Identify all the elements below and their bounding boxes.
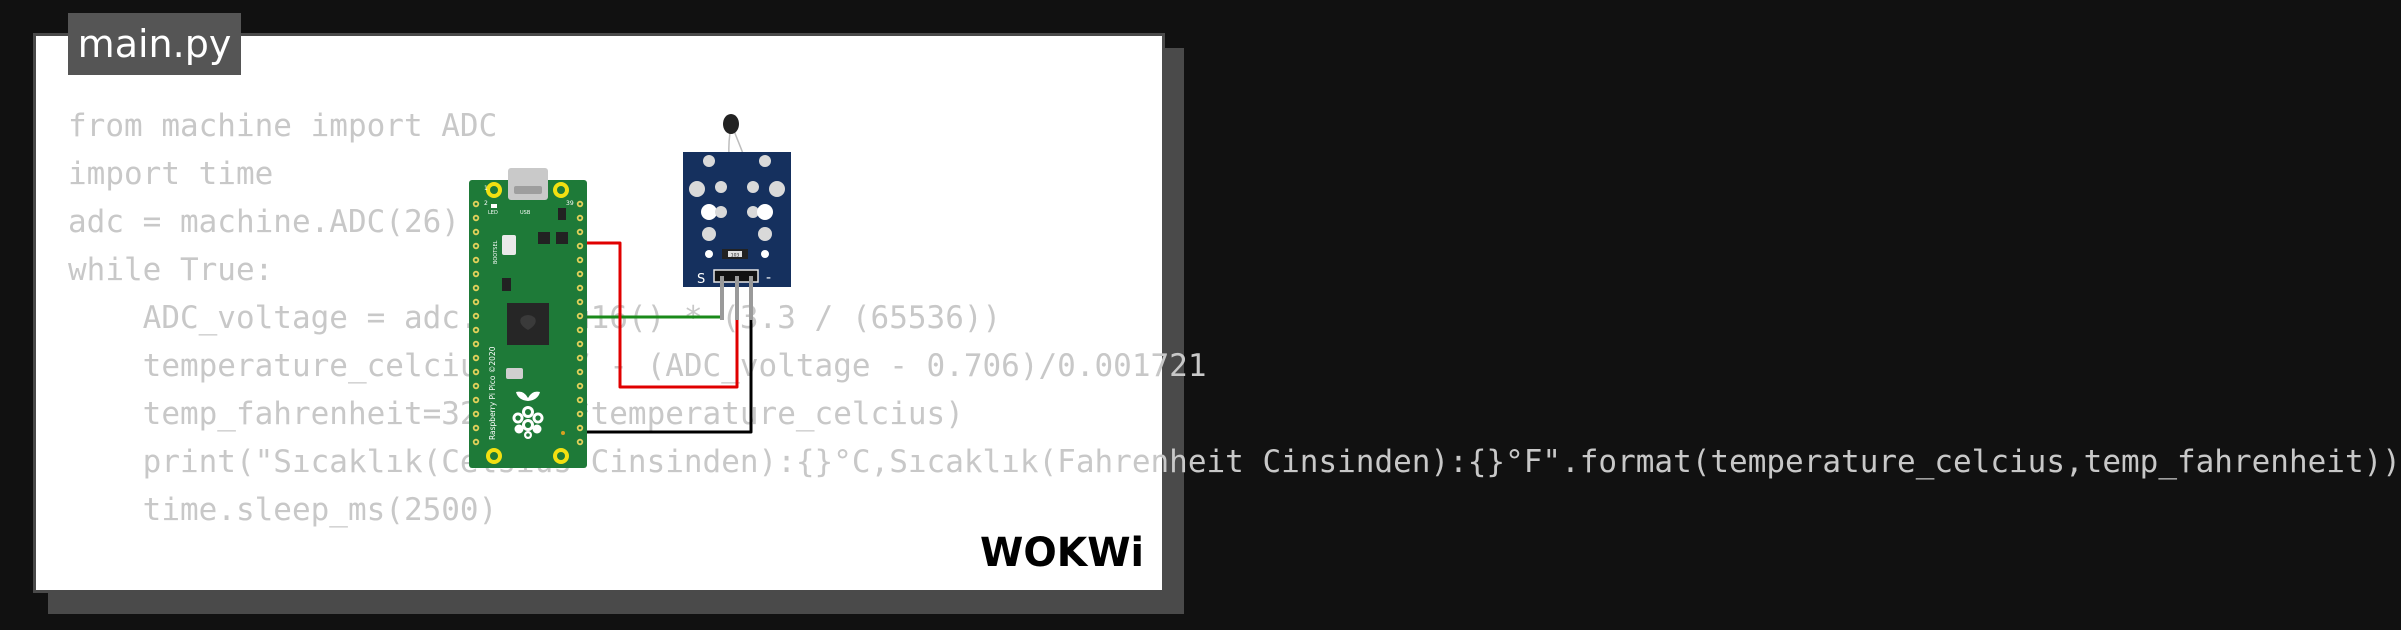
pin-hole	[474, 356, 478, 360]
pin-hole	[474, 300, 478, 304]
raspberry-pi-pico[interactable]: 1 2 39 LED USB BOOTSEL Raspberry Pi Pico…	[469, 168, 587, 468]
pad	[705, 250, 713, 258]
bootsel-button[interactable]	[502, 235, 516, 255]
pin-hole	[474, 426, 478, 430]
pad	[747, 181, 759, 193]
code-line: adc = machine.ADC(26)	[68, 204, 460, 240]
crystal	[506, 368, 523, 379]
signal-pin-label: S	[697, 272, 705, 287]
pad	[758, 227, 772, 241]
raspberry-mark	[520, 315, 536, 330]
logo-text: WOKWi	[980, 530, 1144, 576]
pin-hole	[578, 202, 582, 206]
pad	[702, 227, 716, 241]
pin-hole	[474, 384, 478, 388]
raspberry-logo-icon	[512, 391, 544, 439]
resistor-body	[728, 251, 742, 257]
pin-hole	[474, 440, 478, 444]
pad	[769, 181, 785, 197]
pad	[715, 181, 727, 193]
pin-hole	[474, 398, 478, 402]
pad	[757, 204, 773, 220]
power-wire[interactable]	[578, 241, 739, 389]
sensor-pcb	[683, 152, 791, 287]
pad	[761, 250, 769, 258]
pad	[701, 204, 717, 220]
test-pad	[561, 431, 565, 435]
code-line: from machine import ADC	[68, 108, 498, 144]
gnd-pin[interactable]	[749, 276, 753, 320]
led-indicator	[491, 204, 497, 208]
ground-wire[interactable]	[578, 283, 753, 434]
signal-wire[interactable]	[578, 283, 724, 319]
pin-hole	[474, 216, 478, 220]
chip	[558, 208, 566, 220]
pin-1-label: 1	[484, 185, 488, 192]
pad	[759, 155, 771, 167]
code-line: import time	[68, 156, 274, 192]
pin-hole	[578, 244, 582, 248]
pin-hole	[474, 244, 478, 248]
pin-hole	[474, 314, 478, 318]
chip	[502, 278, 511, 291]
usb-label: USB	[520, 210, 531, 216]
file-tab[interactable]: main.py	[68, 13, 241, 75]
gnd-pin-label: -	[766, 270, 771, 286]
pin-hole	[578, 426, 582, 430]
pin-hole	[578, 412, 582, 416]
pin-39-label: 39	[566, 200, 574, 207]
pin-hole	[578, 384, 582, 388]
pin-hole	[474, 412, 478, 416]
pin-hole	[578, 230, 582, 234]
pin-hole	[578, 258, 582, 262]
pin-hole	[578, 300, 582, 304]
mount-hole	[557, 186, 565, 194]
pin-hole	[474, 286, 478, 290]
chip	[538, 232, 550, 244]
pin-hole	[474, 258, 478, 262]
right-pin-header	[576, 200, 584, 446]
pin-hole	[474, 342, 478, 346]
vcc-pin[interactable]	[735, 276, 739, 320]
temperature-sensor-module[interactable]: 103 S -	[683, 114, 791, 320]
usb-connector	[508, 168, 548, 200]
pin-hole	[578, 356, 582, 360]
mount-hole	[557, 452, 565, 460]
pin-hole	[578, 314, 582, 318]
chip	[556, 232, 568, 244]
board-name: Raspberry Pi Pico ©2020	[488, 346, 497, 440]
left-pin-header	[472, 200, 480, 446]
pin-hole	[474, 370, 478, 374]
pin-hole	[578, 370, 582, 374]
usb-port	[514, 186, 542, 194]
pin-hole	[474, 230, 478, 234]
pin-hole	[474, 328, 478, 332]
pin-hole	[474, 202, 478, 206]
pin-hole	[578, 272, 582, 276]
pin-hole	[578, 398, 582, 402]
pin-hole	[578, 328, 582, 332]
bootsel-label: BOOTSEL	[493, 240, 499, 264]
pin-hole	[578, 342, 582, 346]
wokwi-logo: WOKWi	[980, 530, 1144, 576]
circuit-diagram: 1 2 39 LED USB BOOTSEL Raspberry Pi Pico…	[469, 114, 791, 468]
pin-hole	[578, 286, 582, 290]
signal-pin[interactable]	[720, 276, 724, 320]
pin-hole	[474, 272, 478, 276]
mount-hole	[490, 452, 498, 460]
resistor-label: 103	[731, 253, 740, 259]
mount-hole	[490, 186, 498, 194]
pad	[689, 181, 705, 197]
pin-2-label: 2	[484, 200, 488, 207]
pad	[715, 206, 727, 218]
pin-hole	[578, 440, 582, 444]
led-label: LED	[488, 210, 498, 216]
thermistor-icon	[723, 114, 739, 134]
code-line: while True:	[68, 252, 274, 288]
pin-hole	[578, 216, 582, 220]
pad	[747, 206, 759, 218]
code-line: time.sleep_ms(2500)	[68, 492, 498, 528]
pad	[703, 155, 715, 167]
code-line: print("Sıcaklık(Celsius Cinsinden):{}°C,…	[68, 444, 2401, 480]
